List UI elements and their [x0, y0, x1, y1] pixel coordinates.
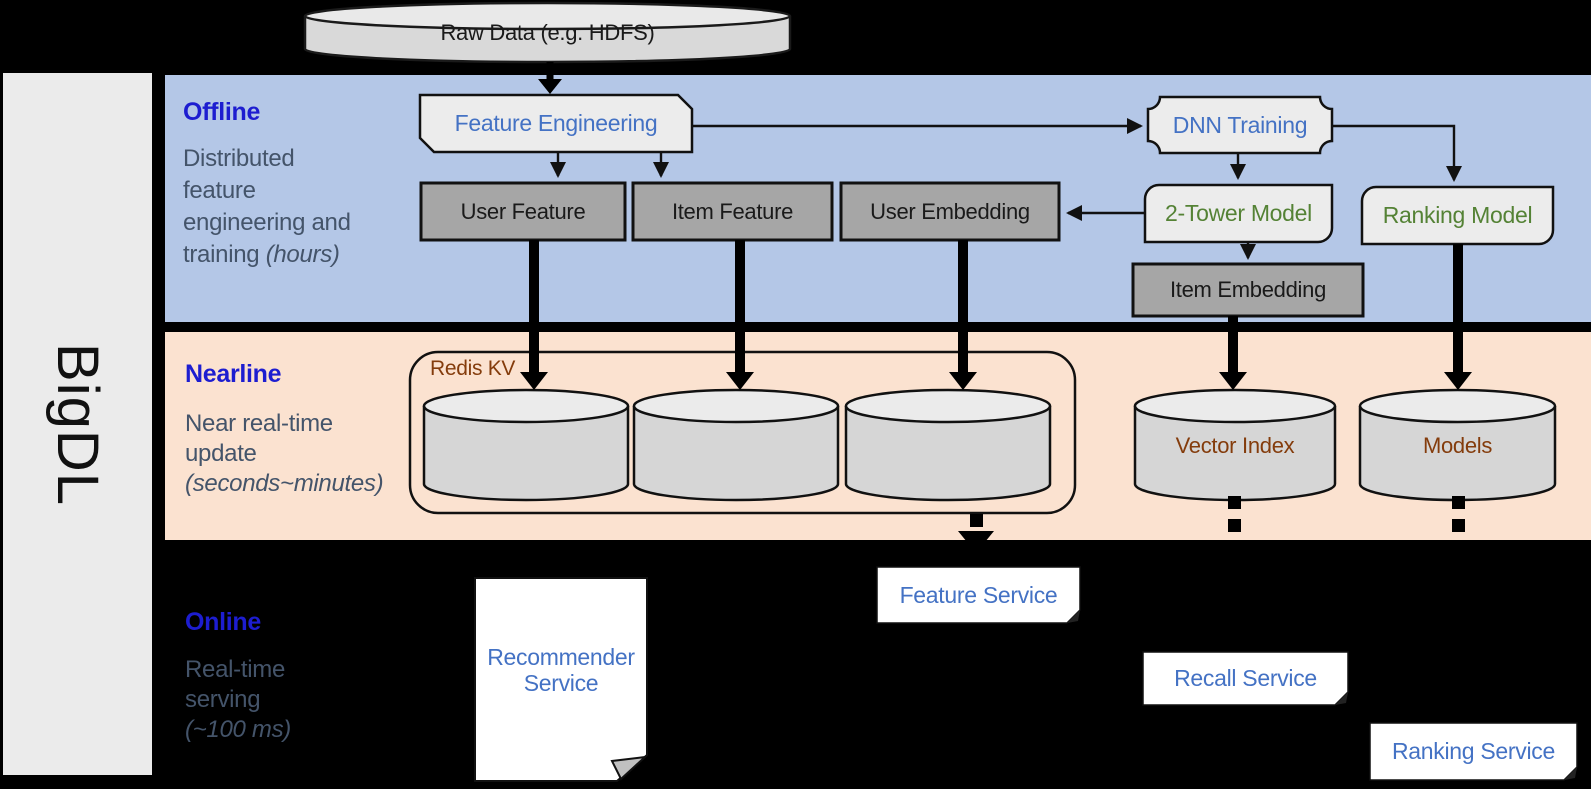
feature-service-label: Feature Service — [899, 581, 1058, 608]
arrow-models-to-ranking-service — [1452, 496, 1465, 532]
nearline-sub-line1: Near real-time — [185, 410, 333, 437]
feature-service-box — [876, 566, 1081, 624]
recommender-document — [474, 577, 648, 782]
bigdl-brand-bar — [3, 73, 152, 775]
nearline-band-subtitle: Near real-time update (seconds~minutes) — [185, 404, 465, 504]
feature-engineering-label: Feature Engineering — [454, 110, 658, 137]
arrow-vector-index-to-recall-service — [1228, 496, 1241, 532]
redis-cylinder-3 — [844, 388, 1052, 502]
dnn-training-label: DNN Training — [1172, 111, 1308, 138]
two-tower-model-label: 2-Tower Model — [1165, 200, 1312, 227]
item-feature-label: Item Feature — [671, 198, 794, 224]
user-embedding-box — [839, 181, 1061, 242]
models-cylinder — [1358, 388, 1557, 502]
item-feature-box — [631, 181, 834, 242]
item-embedding-box — [1131, 262, 1365, 318]
ranking-model-label: Ranking Model — [1382, 202, 1533, 229]
models-label: Models — [1422, 432, 1493, 458]
nearline-sub-line3: (seconds~minutes) — [185, 470, 384, 497]
recall-service-label: Recall Service — [1174, 665, 1317, 692]
arrow-dnn-to-ranking-model — [1332, 124, 1462, 182]
arrow-redis-to-feature-service — [958, 514, 994, 553]
user-embedding-label: User Embedding — [870, 198, 1030, 224]
arrow-raw-data-to-fe — [538, 62, 562, 94]
offline-band-title: Offline — [183, 97, 261, 126]
online-band-title: Online — [185, 607, 261, 636]
offline-sub-line3: engineering and — [183, 209, 351, 236]
raw-data-label: Raw Data (e.g. HDFS) — [440, 20, 655, 46]
dnn-training-shape — [1146, 95, 1334, 155]
online-sub-line2: serving — [185, 686, 261, 713]
vector-index-cylinder — [1133, 388, 1337, 502]
redis-cylinder-2 — [632, 388, 840, 502]
item-embedding-label: Item Embedding — [1170, 277, 1326, 303]
nearline-band-title: Nearline — [185, 359, 282, 388]
offline-band-subtitle: Distributed feature engineering and trai… — [183, 142, 443, 272]
user-feature-box — [419, 181, 627, 242]
ranking-service-label: Ranking Service — [1392, 738, 1555, 765]
offline-sub-line4: training (hours) — [183, 241, 340, 268]
arrow-user-feature-to-redis — [520, 240, 548, 390]
user-feature-label: User Feature — [460, 198, 586, 224]
online-sub-line3: (~100 ms) — [185, 716, 292, 743]
arrow-item-feature-to-redis — [726, 240, 754, 390]
arrow-ranking-model-to-models — [1444, 244, 1472, 390]
offline-sub-line2: feature — [183, 177, 256, 204]
online-sub-line1: Real-time — [185, 656, 285, 683]
online-band-subtitle: Real-time serving (~100 ms) — [185, 650, 445, 750]
nearline-sub-line2: update — [185, 440, 257, 467]
vector-index-label: Vector Index — [1175, 432, 1295, 458]
raw-data-cylinder — [303, 1, 792, 64]
recommender-service-label: Recommender Service — [487, 643, 635, 696]
bigdl-brand-label: BigDL — [45, 342, 111, 506]
arrow-user-embedding-to-redis — [949, 240, 977, 390]
ranking-service-box — [1369, 722, 1578, 781]
redis-cylinder-1 — [422, 388, 630, 502]
feature-engineering-shape — [418, 93, 694, 154]
ranking-model-shape — [1360, 185, 1555, 246]
offline-sub-line1: Distributed — [183, 145, 295, 172]
recall-service-box — [1142, 651, 1349, 706]
redis-kv-label: Redis KV — [430, 356, 516, 380]
two-tower-model-shape — [1143, 183, 1334, 244]
arrow-item-embedding-to-vector-index — [1219, 316, 1247, 390]
